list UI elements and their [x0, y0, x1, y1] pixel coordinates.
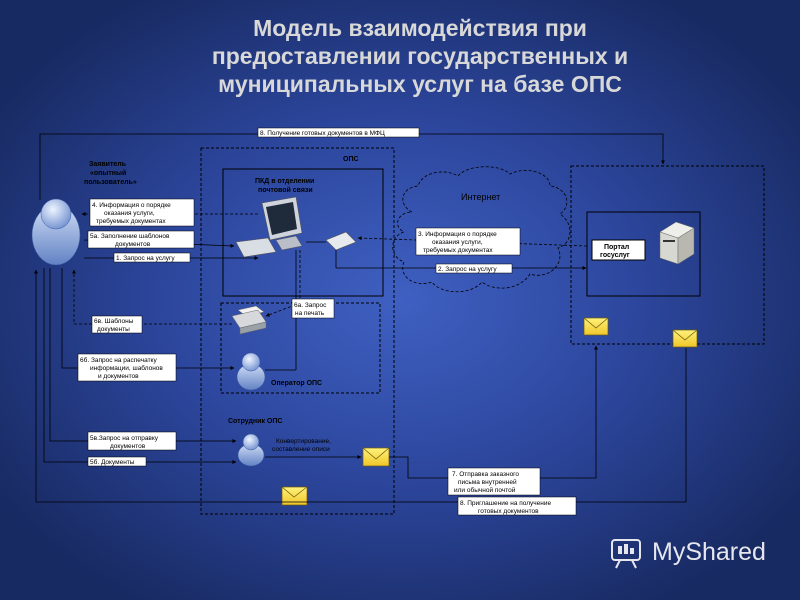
pkd-label-2: почтовой связи	[258, 186, 313, 194]
envelope-icon	[583, 317, 609, 336]
user-icon	[31, 198, 81, 266]
portal-label-box	[591, 239, 646, 261]
label-6a-line-2: на печать	[295, 310, 325, 317]
label-4: 4. Информация о порядке оказания услуги,…	[89, 198, 195, 227]
portal-inner-box	[586, 211, 701, 297]
ops-label: ОПС	[343, 156, 359, 163]
label-2: 2. Запрос на услугу	[435, 263, 513, 274]
title-line-1: Модель взаимодействия при	[253, 15, 587, 41]
internet-label: Интернет	[461, 192, 500, 202]
operator-user-icon	[236, 352, 266, 391]
label-3: 3. Информация о порядке оказания услуги,…	[415, 227, 521, 256]
label-6b-line-2: информации, шаблонов	[90, 364, 163, 372]
arrow-8b	[34, 269, 687, 503]
printer-icon	[231, 305, 267, 335]
label-5a-line-2: документов	[115, 241, 151, 248]
label-6b: 6б. Запрос на распечатку информации, шаб…	[77, 353, 177, 382]
label-4-line-3: требуемых документах	[96, 217, 166, 225]
label-7-line-3: или обычной почтой	[454, 486, 516, 494]
label-7-line-2: письма внутренней	[458, 478, 517, 486]
label-8b-line-1: 8. Приглашение на получение	[460, 500, 552, 507]
arrow-6v	[72, 269, 232, 325]
operator-box	[220, 302, 381, 394]
slide-title: Модель взаимодействия при предоставлении…	[150, 14, 690, 98]
label-6b-line-1: 6б. Запрос на распечатку	[80, 356, 157, 364]
label-8: 8. Получение готовых документов в МФЦ	[257, 127, 420, 138]
portal-container	[570, 165, 765, 345]
label-3-line-3: требуемых документах	[423, 246, 493, 254]
server-icon	[659, 221, 695, 265]
label-4-line-2: оказания услуги,	[104, 210, 155, 217]
computer-icon	[261, 196, 303, 251]
label-6a-line-1: 6а. Запрос	[294, 302, 327, 309]
operator-label: Оператор ОПС	[271, 380, 322, 387]
label-3-line-2: оказания услуги,	[432, 239, 483, 246]
portal-label-1: Портал	[604, 244, 629, 251]
applicant-label-1: Заявитель	[89, 161, 127, 168]
label-2-text: 2. Запрос на услугу	[438, 266, 497, 273]
label-5v-line-1: 5в.Запрос на отправку	[90, 435, 159, 442]
label-5a-line-1: 5а. Заполнение шаблонов	[90, 232, 170, 240]
label-7-line-1: 7. Отправка заказного	[452, 471, 519, 478]
envelope-icon	[672, 329, 698, 348]
label-6a: 6а. Запрос на печать	[291, 298, 335, 319]
label-5v: 5в.Запрос на отправку документов	[87, 431, 177, 451]
envelope-icon	[281, 486, 308, 506]
label-8b: 8. Приглашение на получение готовых доку…	[457, 496, 577, 516]
employee-label: Сотрудник ОПС	[228, 418, 282, 425]
arrow-8-mfc	[39, 133, 665, 200]
label-6b-line-3: и документов	[98, 373, 139, 380]
label-5a: 5а. Заполнение шаблонов документов	[87, 230, 195, 249]
pkd-label-1: ПКД в отделении	[255, 178, 314, 185]
arrow-5b	[43, 268, 237, 464]
label-8b-line-2: готовых документов	[478, 508, 539, 515]
portal-label-2: госуслуг	[600, 252, 630, 259]
router-icon	[325, 231, 357, 251]
arrow-3	[357, 236, 588, 247]
employee-user-icon	[237, 433, 265, 467]
label-4-line-1: 4. Информация о порядке	[92, 202, 171, 209]
envelope-icon	[362, 447, 390, 467]
arrow-7	[389, 345, 598, 479]
label-5v-line-2: документов	[110, 443, 146, 450]
applicant-label-2: «опытный	[90, 169, 126, 177]
label-1-text: 1. Запрос на услугу	[116, 255, 175, 262]
cloud-icon	[392, 166, 571, 293]
title-line-3: муниципальных услуг на базе ОПС	[218, 71, 622, 97]
arrow-6b	[61, 268, 235, 370]
watermark: MyShared	[652, 538, 766, 566]
label-8-text: 8. Получение готовых документов в МФЦ	[260, 130, 385, 137]
label-7: 7. Отправка заказного письма внутренней …	[447, 467, 541, 496]
label-6v-line-1: 6в. Шаблоны	[94, 317, 134, 325]
convert-label-2: составление описи	[272, 446, 330, 453]
pkd-box	[222, 168, 384, 297]
label-3-line-1: 3. Информация о порядке	[418, 231, 497, 238]
label-6v-line-2: документы	[97, 326, 130, 333]
label-1: 1. Запрос на услугу	[113, 252, 191, 263]
applicant-label-3: пользователь»	[84, 179, 137, 186]
label-5b-text: 5б. Документы	[90, 458, 135, 466]
keyboard-icon	[235, 237, 277, 258]
myshared-logo-icon	[611, 539, 641, 569]
convert-label-1: Конвертирование,	[276, 438, 331, 445]
label-6v: 6в. Шаблоны документы	[91, 315, 143, 334]
label-5b: 5б. Документы	[87, 456, 147, 467]
title-line-2: предоставлении государственных и	[211, 43, 629, 69]
ops-container	[200, 147, 395, 515]
